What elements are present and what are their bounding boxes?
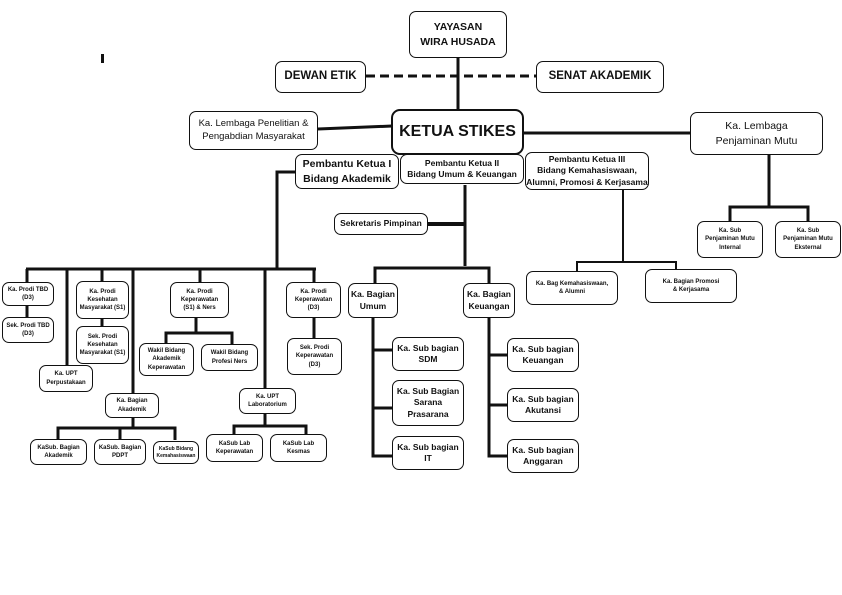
box-sub-it: Ka. Sub bagian IT: [392, 436, 464, 470]
box-lab-kesmas: KaSub Lab Kesmas: [270, 434, 327, 462]
box-bag-kemahasiswaan-alumni: Ka. Bag Kemahasiswaan, & Alumni: [526, 271, 618, 305]
box-kasub-akademik: KaSub. Bagian Akademik: [30, 439, 87, 465]
box-sub-mutu-eksternal: Ka. Sub Penjaminan Mutu Eksternal: [775, 221, 841, 258]
box-sub-keuangan: Ka. Sub bagian Keuangan: [507, 338, 579, 372]
line-puket3-children: [576, 261, 677, 272]
box-prodi-tbd: Ka. Prodi TBD (D3): [2, 282, 54, 306]
line-umum-children: [371, 316, 393, 458]
box-sub-anggaran: Ka. Sub bagian Anggaran: [507, 439, 579, 473]
line-lab-children: [232, 413, 267, 435]
line-ketua-lppm: [317, 124, 393, 131]
box-puket1: Pembantu Ketua I Bidang Akademik: [295, 154, 399, 189]
box-puket2: Pembantu Ketua II Bidang Umum & Keuangan: [400, 154, 524, 184]
box-wakil-akademik-kep: Wakil Bidang Akademik Keperawatan: [139, 343, 194, 376]
box-ketua-stikes: KETUA STIKES: [391, 109, 524, 155]
box-prodi-kep-s1: Ka. Prodi Keperawatan (S1) & Ners: [170, 282, 229, 318]
box-lab-keperawatan: KaSub Lab Keperawatan: [206, 434, 263, 462]
box-yayasan: YAYASAN WIRA HUSADA: [409, 11, 507, 58]
box-wakil-profesi-ners: Wakil Bidang Profesi Ners: [201, 344, 258, 371]
line-puket2-bagian: [373, 266, 491, 283]
box-prodi-kesmas: Ka. Prodi Kesehatan Masyarakat (S1): [76, 281, 129, 319]
box-puket3: Pembantu Ketua III Bidang Kemahasiswaan,…: [525, 152, 649, 190]
line-keuangan-children: [487, 316, 507, 458]
box-lppm: Ka. Lembaga Penelitian & Pengabdian Masy…: [189, 111, 318, 150]
line-lpm-children: [728, 205, 810, 222]
box-sub-mutu-internal: Ka. Sub Penjaminan Mutu Internal: [697, 221, 763, 258]
box-sub-sarana-prasarana: Ka. Sub Bagian Sarana Prasarana: [392, 380, 464, 426]
line-kep-s1-wakil1: [164, 317, 198, 344]
box-upt-perpustakaan: Ka. UPT Perpustakaan: [39, 365, 93, 392]
box-kasub-kemahasiswaan: KaSub Bidang Kemahasiswaan: [153, 441, 199, 464]
box-upt-laboratorium: Ka. UPT Laboratorium: [239, 388, 296, 414]
box-prodi-kep-d3: Ka. Prodi Keperawatan (D3): [286, 282, 341, 318]
line-akademik-children: [56, 417, 135, 440]
stray-mark: [101, 54, 104, 63]
box-sub-sdm: Ka. Sub bagian SDM: [392, 337, 464, 371]
box-sekretaris-pimpinan: Sekretaris Pimpinan: [334, 213, 428, 235]
line-kep-s1-wakil2: [196, 331, 234, 344]
box-dewan-etik: DEWAN ETIK: [275, 61, 366, 93]
box-lpm: Ka. Lembaga Penjaminan Mutu: [690, 112, 823, 155]
box-sek-prodi-kep-d3: Sek. Prodi Keperawatan (D3): [287, 338, 342, 375]
box-bagian-keuangan: Ka. Bagian Keuangan: [463, 283, 515, 318]
box-kasub-pdpt: KaSub. Bagian PDPT: [94, 439, 146, 465]
box-sub-akutansi: Ka. Sub bagian Akutansi: [507, 388, 579, 422]
box-bagian-promosi-kerjasama: Ka. Bagian Promosi & Kerjasama: [645, 269, 737, 303]
box-senat-akademik: SENAT AKADEMIK: [536, 61, 664, 93]
box-bagian-akademik: Ka. Bagian Akademik: [105, 393, 159, 418]
box-bagian-umum: Ka. Bagian Umum: [348, 283, 398, 318]
box-sek-prodi-kesmas: Sek. Prodi Kesehatan Masyarakat (S1): [76, 326, 129, 364]
box-sek-prodi-tbd: Sek. Prodi TBD (D3): [2, 317, 54, 343]
line-puket1-down: [275, 170, 296, 268]
